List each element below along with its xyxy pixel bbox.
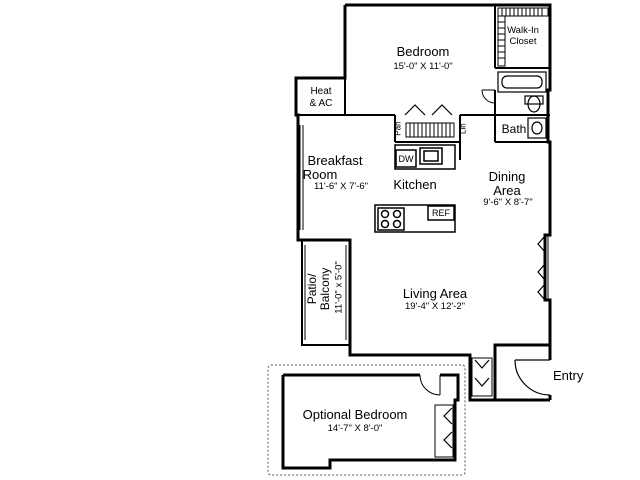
dining-area-name-line2: Area bbox=[493, 183, 521, 198]
breakfast-window bbox=[299, 125, 304, 230]
optional-bedroom-name: Optional Bedroom bbox=[302, 407, 408, 422]
dining-area-name-line1: Dining bbox=[488, 169, 526, 184]
bedroom-name: Bedroom bbox=[396, 44, 450, 59]
dining-bifold-doors bbox=[537, 235, 549, 301]
entry-closet bbox=[471, 357, 493, 397]
walk-in-closet-label-line2: Closet bbox=[509, 36, 537, 47]
pantry-label: Pan bbox=[393, 121, 403, 136]
kitchen-sink bbox=[419, 147, 443, 165]
bedroom-dims: 15'-0" X 11'-0" bbox=[393, 61, 453, 72]
patio-balcony bbox=[301, 239, 351, 346]
hall-closet-shelving bbox=[405, 122, 455, 138]
bathtub bbox=[497, 71, 547, 93]
entry-door bbox=[495, 345, 552, 402]
linen-label: Lin bbox=[458, 123, 468, 134]
breakfast-room-name-line1: Breakfast bbox=[307, 153, 363, 168]
heat-ac-label-line2: & AC bbox=[309, 98, 333, 109]
kitchen-name: Kitchen bbox=[393, 177, 437, 192]
closet-bifold-doors bbox=[404, 104, 453, 116]
bedroom-door bbox=[481, 89, 496, 115]
dishwasher bbox=[395, 149, 417, 168]
optional-bedroom-dims: 14'-7" X 8'-0" bbox=[327, 423, 383, 434]
heat-ac-label-line1: Heat bbox=[310, 86, 332, 97]
living-area-dims: 19'-4" X 12'-2" bbox=[404, 301, 465, 312]
sink bbox=[527, 117, 547, 139]
upper-counter bbox=[394, 144, 456, 170]
closet-shelving bbox=[497, 7, 549, 67]
living-area-name: Living Area bbox=[402, 286, 468, 301]
bath-name: Bath bbox=[501, 122, 527, 136]
bath-fixtures bbox=[497, 71, 547, 139]
kitchen-counters bbox=[374, 144, 456, 233]
lower-counter bbox=[374, 204, 456, 233]
breakfast-room-dims: 11'-6" X 7'-6" bbox=[313, 181, 369, 192]
patio-name-line2: Balcony bbox=[318, 267, 333, 311]
dining-area-dims: 9'-6" X 8'-7" bbox=[483, 197, 533, 208]
breakfast-room-name-line2: Room bbox=[302, 167, 338, 182]
dishwasher-label: DW bbox=[398, 154, 414, 164]
optional-bedroom bbox=[267, 364, 466, 476]
refrigerator bbox=[427, 205, 455, 221]
stove bbox=[377, 207, 405, 231]
walk-in-closet-label-line1: Walk-In bbox=[507, 25, 539, 36]
entry-label: Entry bbox=[553, 368, 584, 383]
refrigerator-label: REF bbox=[432, 208, 450, 218]
patio-dims: 11'-0" x 5'-0" bbox=[333, 261, 345, 314]
